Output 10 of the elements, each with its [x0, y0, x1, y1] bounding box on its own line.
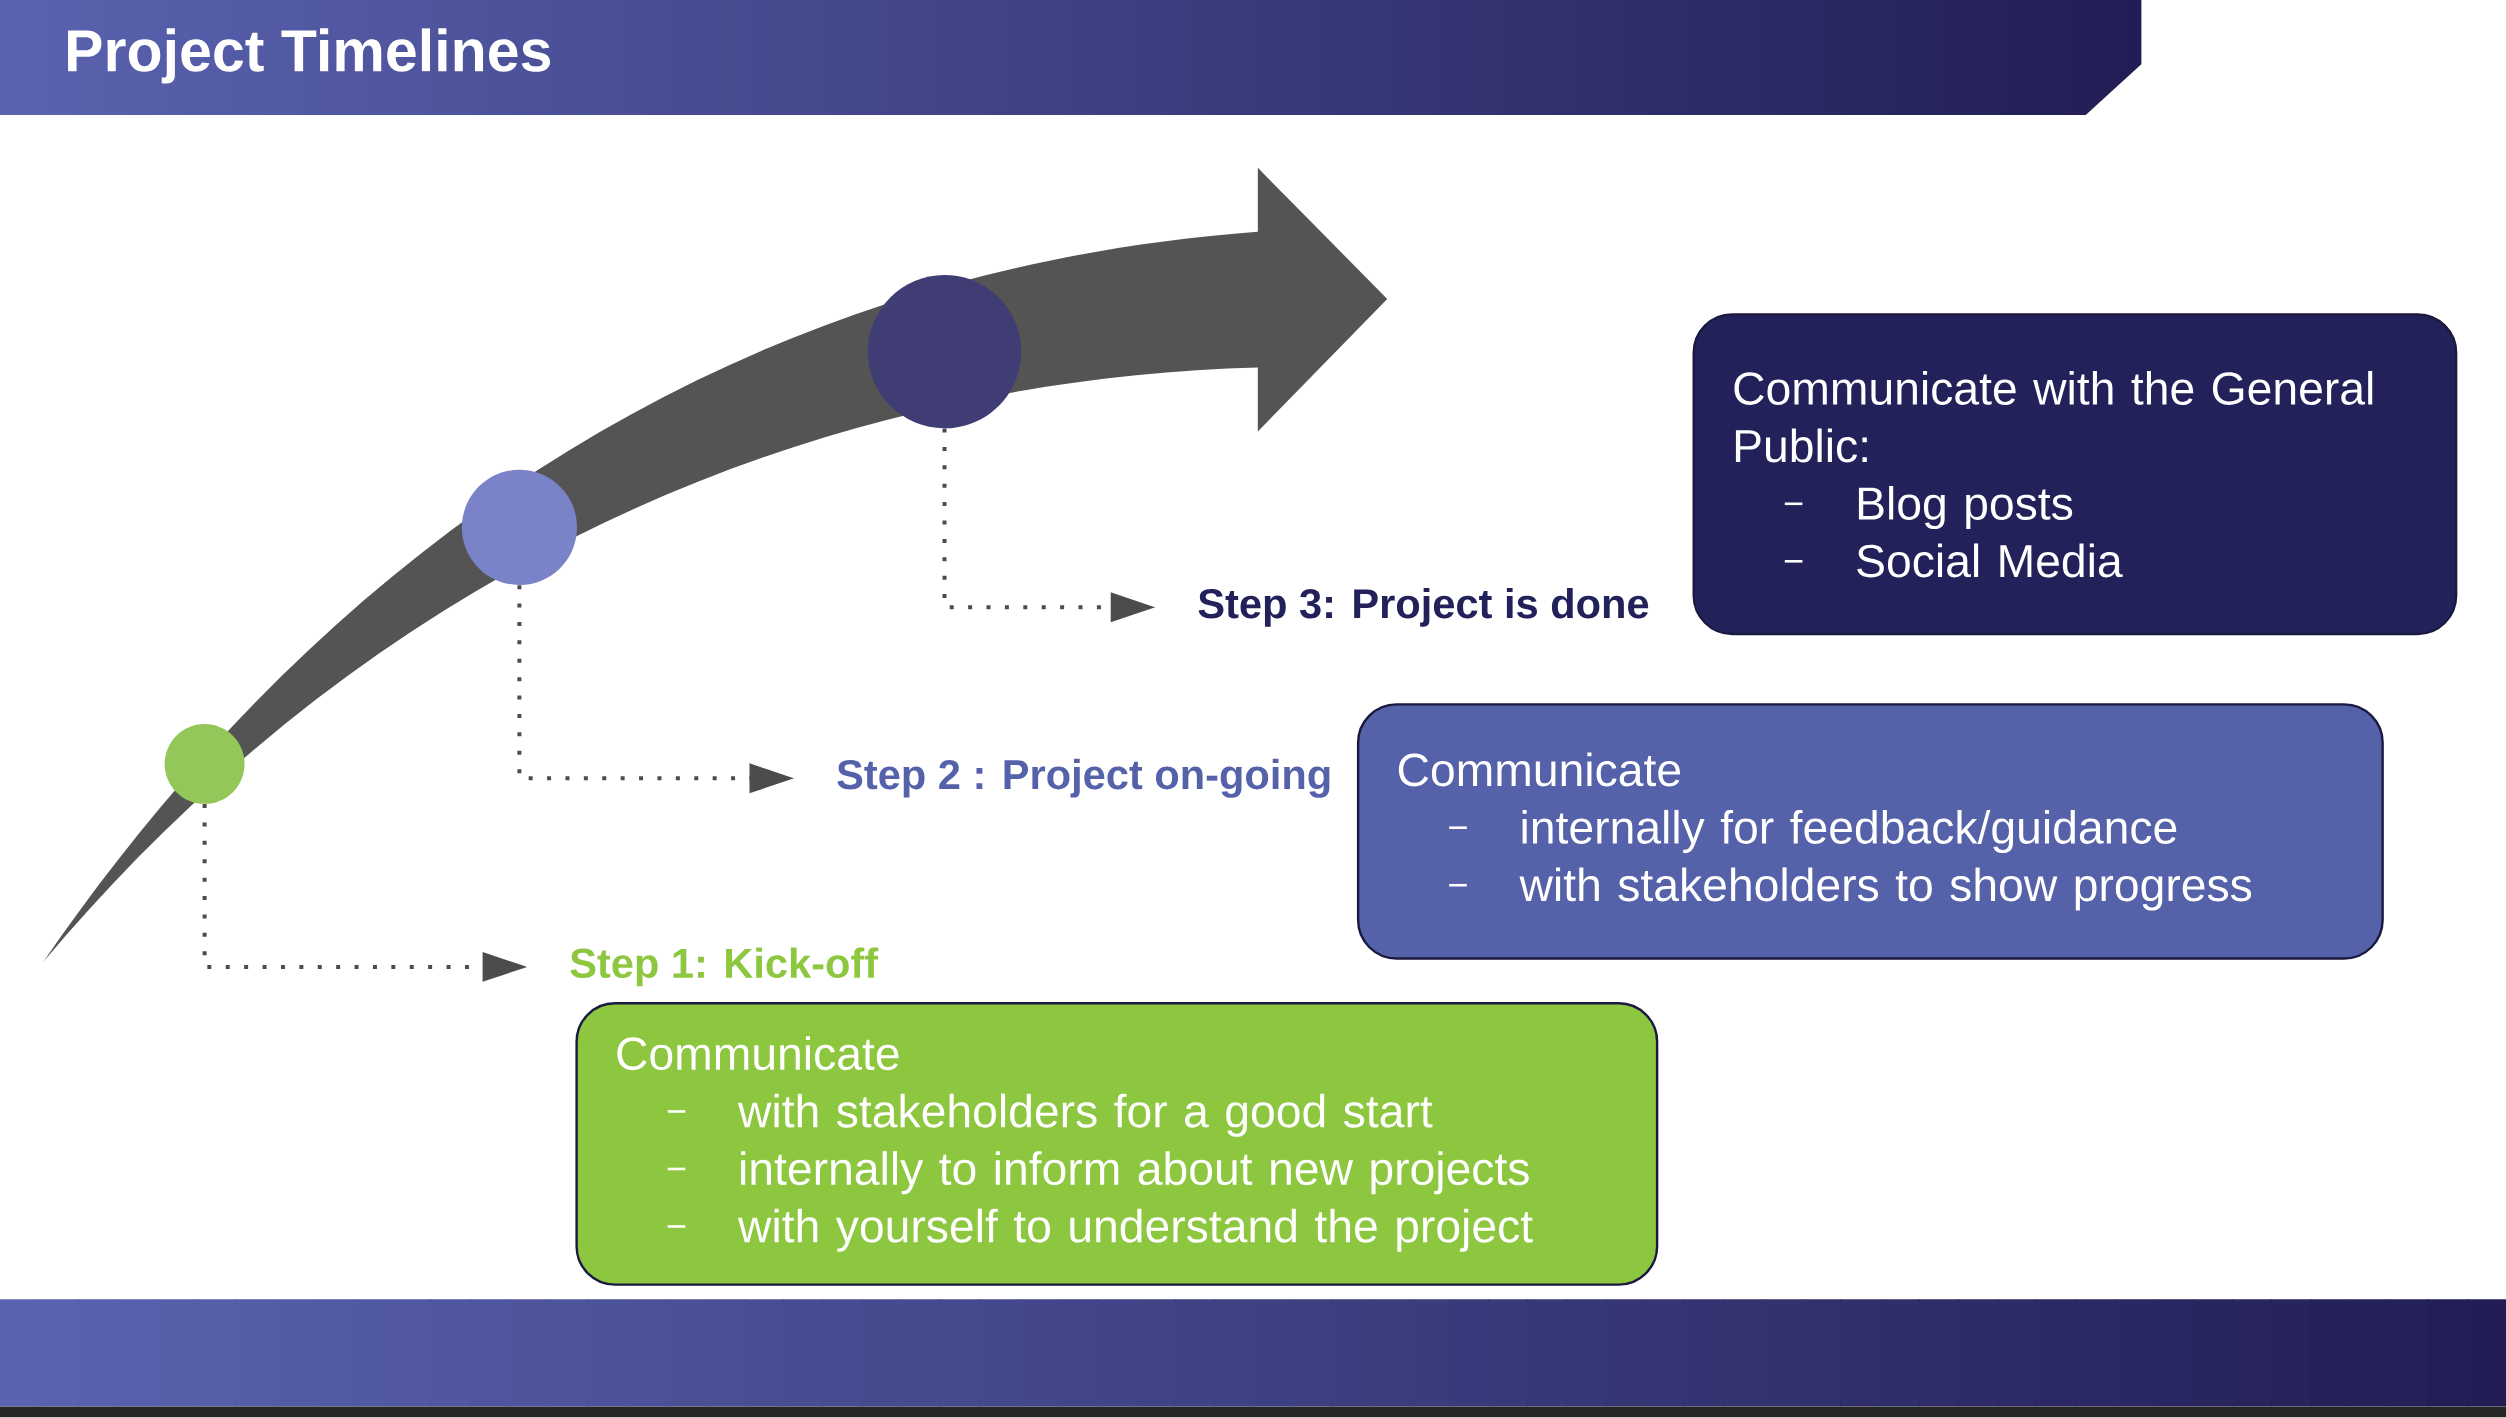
timeline-marker — [461, 470, 577, 586]
timeline-marker — [164, 724, 245, 805]
timeline-marker — [867, 275, 1022, 429]
step-label: Step 2 : Project on-going — [837, 759, 1330, 798]
step-label: Step 3: Project is done — [1198, 588, 1649, 627]
info-box: Communicate internally for feedback/guidance with stakeholders to show progress — [1356, 703, 2384, 960]
info-box: Communicate with stakeholders for a good start internally to inform about new projects with yourself to understand the project — [575, 1002, 1659, 1286]
step-label: Step 1: Kick-off — [570, 947, 879, 987]
title: Project Timelines — [68, 28, 551, 84]
info-box: Communicate with the General Public: Blog posts Social Media — [1692, 313, 2458, 636]
